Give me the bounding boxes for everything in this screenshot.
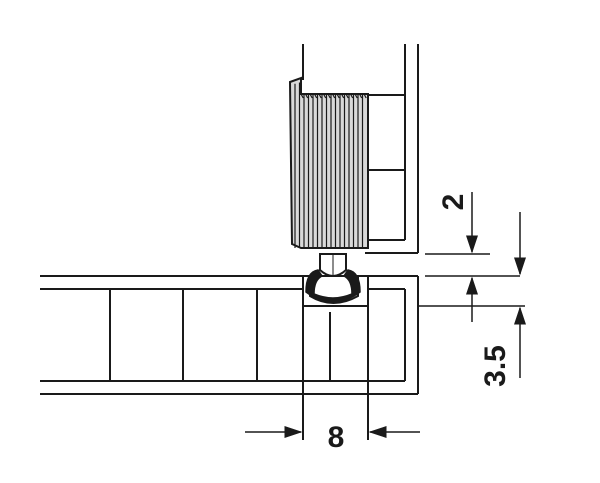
housing-rib-tip: [304, 93, 309, 99]
housing-rib-tip: [300, 93, 304, 99]
frame-profile: [40, 275, 419, 440]
housing-rib-tip: [336, 93, 340, 99]
gasket-lip: [305, 269, 361, 303]
ribbed-seal-housing: [288, 76, 369, 249]
housing-rib-tip: [354, 93, 358, 99]
door-profile: [302, 44, 419, 254]
housing-rib-tip: [340, 93, 345, 99]
dim-label-seal-height: 3.5: [479, 345, 512, 387]
dim-label-gap: 2: [437, 194, 470, 211]
housing-rib-tip: [322, 93, 327, 99]
housing-rib-tip: [313, 93, 318, 99]
seal-gasket: [302, 269, 369, 307]
dimension-gap: [425, 192, 526, 277]
housing-rib-tip: [345, 93, 349, 99]
housing-rib-tip: [309, 93, 313, 99]
housing-rib-tip: [318, 93, 322, 99]
housing-body: [288, 76, 369, 249]
dimension-seal-height: [418, 276, 526, 378]
dim-label-seal-width: 8: [328, 421, 345, 454]
housing-rib-tip: [363, 93, 367, 99]
seal-plunger: [319, 253, 347, 277]
housing-rib-tip: [358, 93, 363, 99]
housing-rib-tip: [331, 93, 336, 99]
housing-rib-tip: [349, 93, 354, 99]
housing-rib-tip: [327, 93, 331, 99]
